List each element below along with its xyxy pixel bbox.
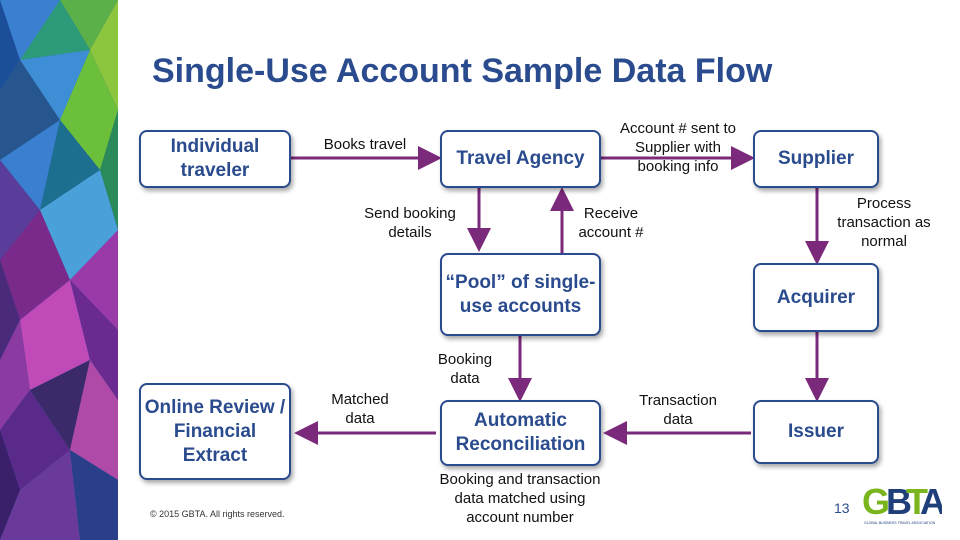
copyright-text: © 2015 GBTA. All rights reserved.: [150, 509, 285, 519]
label-booking-transaction-matched: Booking and transaction data matched usi…: [439, 471, 601, 526]
label-booking-data: Booking data: [437, 351, 493, 387]
node-individual-traveler: Individual traveler: [139, 130, 291, 188]
node-automatic-reconciliation: Automatic Reconciliation: [440, 400, 601, 466]
label-send-booking: Send booking details: [364, 205, 456, 241]
label-transaction-data: Transaction data: [639, 392, 717, 428]
node-pool-accounts: “Pool” of single- use accounts: [440, 253, 601, 336]
node-online-review: Online Review / Financial Extract: [139, 383, 291, 480]
label-process-transaction: Process transaction as normal: [837, 195, 931, 250]
gbta-logo: G B T A GLOBAL BUSINESS TRAVEL ASSOCIATI…: [862, 482, 942, 525]
node-issuer: Issuer: [753, 400, 879, 464]
label-account-sent: Account # sent to Supplier with booking …: [620, 120, 736, 175]
svg-text:GLOBAL BUSINESS TRAVEL ASSOCIA: GLOBAL BUSINESS TRAVEL ASSOCIATION: [864, 521, 936, 525]
svg-text:G: G: [862, 482, 888, 522]
label-receive-account: Receive account #: [578, 205, 644, 241]
page-title: Single-Use Account Sample Data Flow: [152, 52, 773, 90]
node-travel-agency: Travel Agency: [440, 130, 601, 188]
label-books-travel: Books travel: [323, 136, 407, 153]
svg-text:A: A: [920, 482, 942, 522]
label-matched-data: Matched data: [331, 391, 389, 427]
node-acquirer: Acquirer: [753, 263, 879, 332]
node-supplier: Supplier: [753, 130, 879, 188]
decorative-mosaic: [0, 0, 118, 540]
page-number: 13: [834, 500, 850, 516]
